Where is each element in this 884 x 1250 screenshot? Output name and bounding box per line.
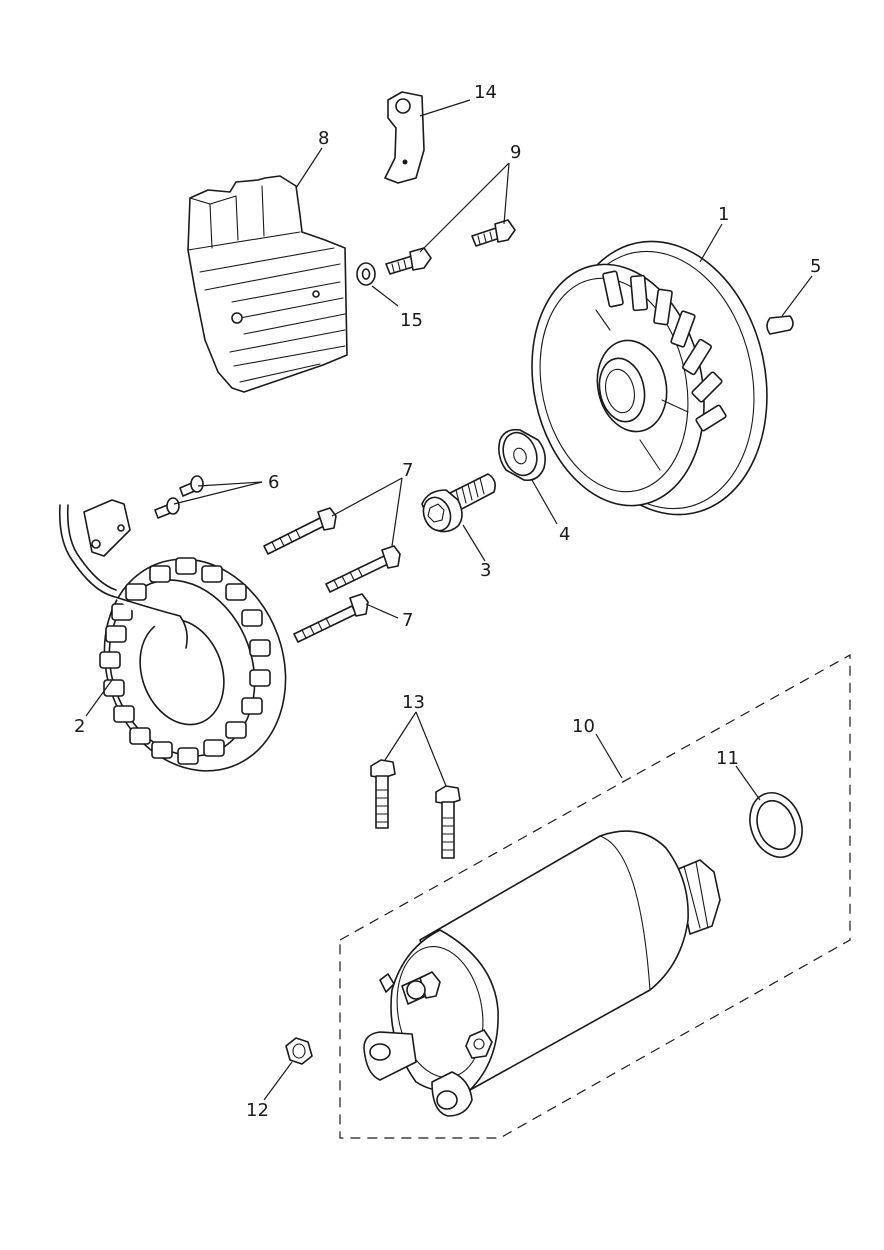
part-4-spacer: [498, 428, 546, 482]
callout-7-upper: 7: [402, 460, 413, 481]
part-12-nut: [285, 1037, 313, 1065]
callout-12: 12: [246, 1100, 269, 1121]
callout-2: 2: [74, 716, 85, 737]
part-7-bolt-1: [263, 507, 337, 555]
callout-5: 5: [810, 256, 821, 277]
callout-7-lower: 7: [402, 610, 413, 631]
part-7-bolt-2: [325, 545, 401, 593]
callout-3: 3: [480, 560, 491, 581]
callout-9: 9: [510, 142, 521, 163]
part-15-washer: [356, 262, 376, 286]
callout-8: 8: [318, 128, 329, 149]
part-13-bolt-left: [370, 759, 396, 829]
part-9-bolt-upper: [471, 219, 516, 247]
callout-10: 10: [572, 716, 595, 737]
part-14-bracket: [384, 91, 425, 184]
callout-6: 6: [268, 472, 279, 493]
callout-1: 1: [718, 204, 729, 225]
part-7-bolt-3: [293, 593, 369, 643]
part-11-o-ring: [749, 792, 803, 858]
part-13-bolt-right: [435, 785, 461, 859]
part-5-woodruff-key: [766, 315, 794, 335]
leader-lines: [85, 99, 813, 1101]
callout-14: 14: [474, 82, 497, 103]
part-10-assembly-outline: [339, 653, 851, 1139]
part-10-starter-motor: [363, 830, 721, 1117]
part-9-bolt-lower: [385, 247, 432, 275]
part-6-screw-upper: [179, 475, 204, 497]
part-3-cap-screw: [421, 473, 496, 533]
part-1-rotor: [531, 240, 768, 516]
part-8-regulator: [187, 175, 348, 393]
callout-13: 13: [402, 692, 425, 713]
part-6-screw-lower: [154, 497, 180, 519]
callout-15: 15: [400, 310, 423, 331]
callout-labels: 14 8 9 1 5 15 7 6 4 3 7 13 2 10 11 12: [74, 82, 821, 1121]
part-2-stator: [58, 499, 287, 772]
callout-11: 11: [716, 748, 739, 769]
callout-4: 4: [559, 524, 570, 545]
